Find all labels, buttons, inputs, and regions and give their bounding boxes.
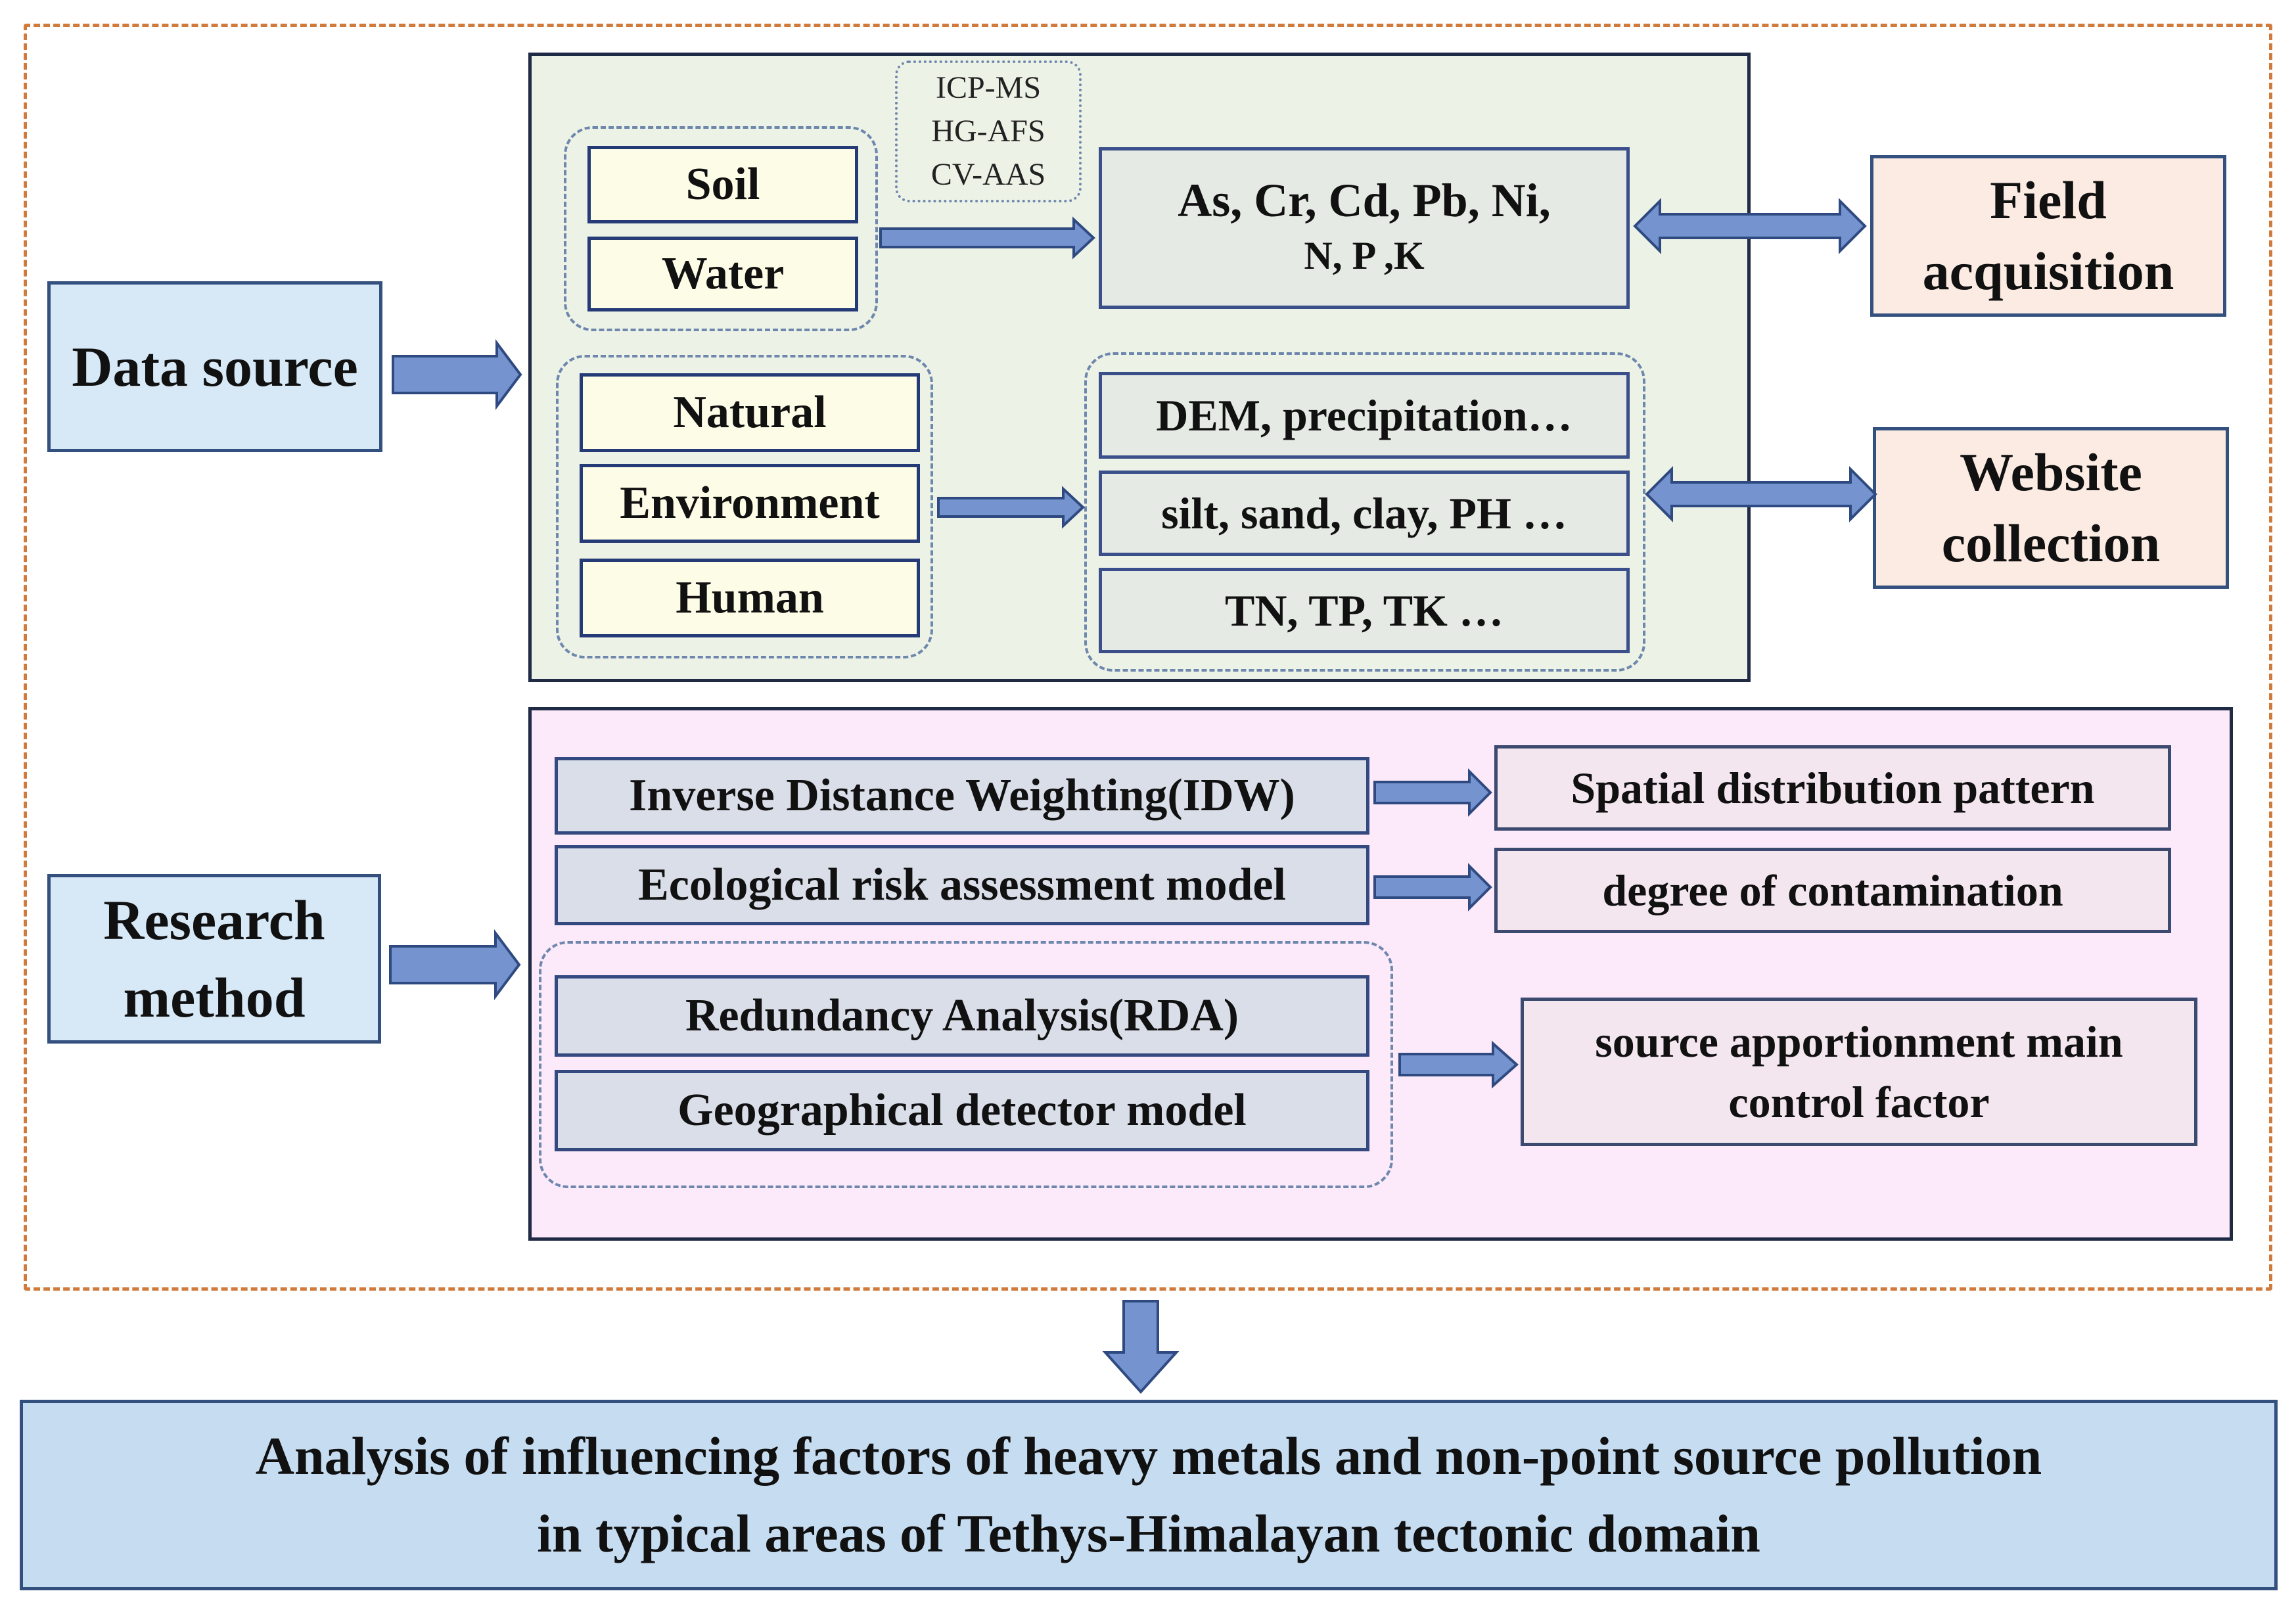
field-acquisition-box: Field acquisition [1870, 155, 2226, 317]
soil-texture-box: silt, sand, clay, PH … [1099, 471, 1630, 556]
research-method-box: Research method [47, 874, 381, 1044]
arrow-down-to-conclusion [1102, 1300, 1180, 1394]
spatial-distribution-label: Spatial distribution pattern [1571, 762, 2095, 813]
ecological-risk-label: Ecological risk assessment model [638, 860, 1286, 910]
environment-box: Environment [580, 464, 920, 543]
nutrients-box: TN, TP, TK … [1099, 568, 1630, 653]
soil-texture-label: silt, sand, clay, PH … [1161, 488, 1567, 538]
conclusion-box: Analysis of influencing factors of heavy… [20, 1400, 2278, 1590]
outer-dashed-frame [24, 24, 2272, 1291]
website-collection-label: Website collection [1941, 442, 2161, 573]
data-source-box: Data source [47, 281, 382, 452]
note-hg-afs: HG-AFS [931, 114, 1045, 149]
natural-label: Natural [673, 387, 827, 438]
arrow-attribution-to-source [1398, 1040, 1519, 1089]
metals-line-2: N, P ,K [1304, 234, 1425, 277]
research-method-label: Research method [103, 888, 325, 1029]
geodetector-label: Geographical detector model [677, 1085, 1247, 1136]
arrow-field-acquisition-double [1633, 198, 1867, 254]
sample-type-group [564, 126, 878, 331]
arrow-ecological-to-contamination [1373, 863, 1492, 911]
soil-box: Soil [587, 146, 858, 223]
metals-box: As, Cr, Cd, Pb, Ni, N, P ,K [1099, 147, 1630, 309]
nutrients-label: TN, TP, TK … [1225, 585, 1504, 635]
rda-box: Redundancy Analysis(RDA) [555, 975, 1369, 1057]
arrow-samples-to-metals [879, 216, 1095, 260]
environment-label: Environment [620, 478, 880, 528]
metals-line-1: As, Cr, Cd, Pb, Ni, [1178, 174, 1551, 227]
geodetector-box: Geographical detector model [555, 1070, 1369, 1151]
field-acquisition-label: Field acquisition [1922, 170, 2174, 301]
arrow-research-method-to-panel [389, 929, 521, 1000]
water-label: Water [661, 248, 785, 299]
factor-data-group [1084, 352, 1645, 672]
data-source-label: Data source [72, 335, 358, 398]
arrow-idw-to-spatial [1373, 768, 1492, 817]
attribution-methods-group [539, 941, 1393, 1188]
soil-label: Soil [685, 159, 760, 210]
contamination-degree-label: degree of contamination [1602, 865, 2063, 915]
ecological-risk-box: Ecological risk assessment model [555, 845, 1369, 925]
source-apportionment-label: source apportionment main control factor [1595, 1017, 2123, 1127]
idw-label: Inverse Distance Weighting(IDW) [629, 770, 1295, 821]
arrow-website-collection-double [1645, 466, 1877, 522]
arrow-data-source-to-panel [392, 339, 522, 410]
conclusion-line-2: in typical areas of Tethys-Himalayan tec… [537, 1504, 1760, 1563]
natural-box: Natural [580, 373, 920, 452]
idw-box: Inverse Distance Weighting(IDW) [555, 757, 1369, 835]
spatial-distribution-box: Spatial distribution pattern [1494, 745, 2171, 831]
website-collection-box: Website collection [1873, 427, 2229, 589]
arrow-factors-to-factor-data [937, 486, 1085, 529]
human-box: Human [580, 559, 920, 637]
dem-precipitation-box: DEM, precipitation… [1099, 372, 1630, 459]
analytical-methods-note: ICP-MS HG-AFS CV-AAS [895, 60, 1082, 202]
note-cv-aas: CV-AAS [930, 157, 1046, 192]
rda-label: Redundancy Analysis(RDA) [685, 990, 1239, 1041]
source-apportionment-box: source apportionment main control factor [1521, 998, 2197, 1146]
conclusion-line-1: Analysis of influencing factors of heavy… [255, 1426, 2042, 1486]
note-icp-ms: ICP-MS [935, 70, 1042, 105]
human-label: Human [676, 572, 824, 623]
contamination-degree-box: degree of contamination [1494, 848, 2171, 933]
water-box: Water [587, 237, 858, 311]
factor-type-group [556, 355, 933, 658]
dem-precipitation-label: DEM, precipitation… [1156, 390, 1573, 440]
